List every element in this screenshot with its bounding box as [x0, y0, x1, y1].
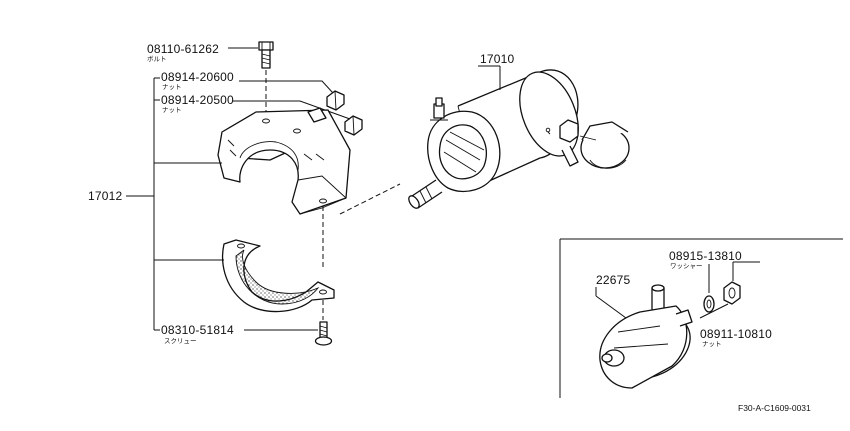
nut-upper-part[interactable]	[326, 90, 345, 111]
screw-name: スクリュー	[164, 337, 197, 345]
screw-part[interactable]	[314, 321, 333, 346]
figure-reference: F30-A-C1609-0031	[738, 403, 811, 413]
nut-upper-name: ナット	[162, 83, 182, 91]
washer-part[interactable]	[703, 295, 715, 313]
bolt-part-number: 08110-61262	[147, 42, 219, 56]
screw-part-number: 08310-51814	[161, 323, 234, 337]
bolt-name: ボルト	[147, 55, 167, 63]
fuel-pump-part[interactable]	[407, 63, 630, 210]
nut-regulator-part-number: 08911-10810	[700, 327, 772, 341]
nut-lower-name: ナット	[162, 106, 182, 114]
washer-name: ワッシャー	[670, 262, 703, 270]
fuel-pump-part-number: 17010	[480, 52, 514, 66]
nut-regulator-part[interactable]	[723, 281, 741, 305]
regulator-part-number: 22675	[596, 273, 630, 287]
pressure-regulator-part[interactable]	[599, 284, 700, 391]
bolt-part[interactable]	[258, 41, 274, 69]
bracket-part-number: 17012	[88, 189, 122, 203]
nut-lower-part[interactable]	[344, 115, 363, 136]
nut-lower-part-number: 08914-20500	[161, 93, 234, 107]
lower-bracket-part[interactable]	[221, 239, 335, 313]
nut-upper-part-number: 08914-20600	[161, 70, 234, 84]
nut-regulator-name: ナット	[702, 340, 722, 348]
washer-part-number: 08915-13810	[669, 249, 742, 263]
upper-bracket-part[interactable]	[217, 107, 351, 215]
